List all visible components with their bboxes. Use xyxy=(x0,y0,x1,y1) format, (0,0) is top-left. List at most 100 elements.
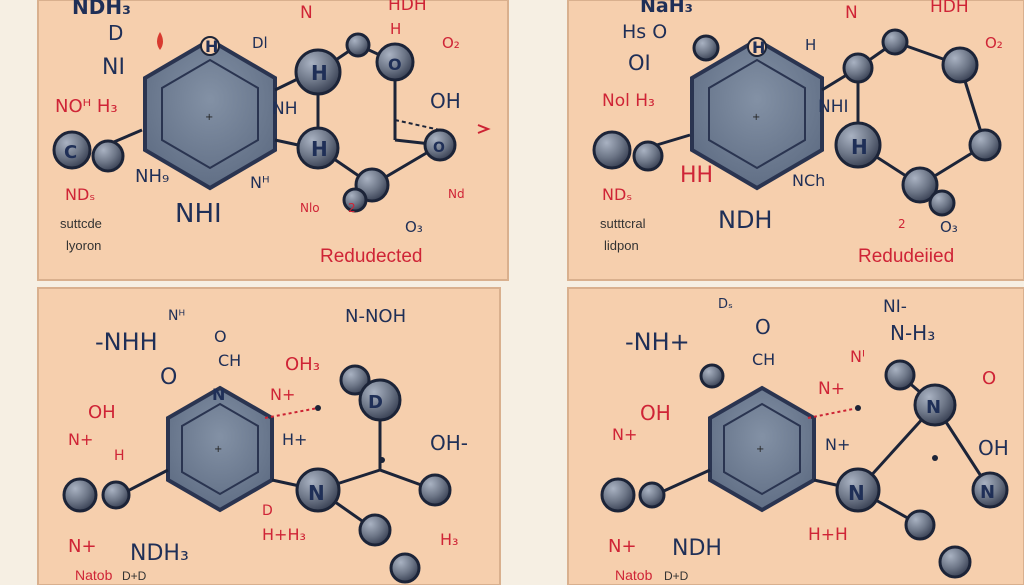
atom xyxy=(358,378,402,422)
molecule-top-left: H H H O O C + xyxy=(52,32,491,213)
label: O₃ xyxy=(405,218,423,236)
label: Nlo xyxy=(300,201,320,215)
label: HH xyxy=(680,163,713,188)
label: N-NOH xyxy=(345,306,406,327)
label: NH xyxy=(272,99,298,119)
label: O₂ xyxy=(442,34,460,52)
label: OI xyxy=(628,51,651,75)
inner-ring xyxy=(161,58,259,170)
inner-ring xyxy=(723,402,801,496)
atom xyxy=(928,189,956,217)
label: 2 xyxy=(348,201,356,215)
label: Hs O xyxy=(622,21,667,43)
label: H xyxy=(805,36,816,54)
atom xyxy=(52,130,92,170)
label: NHI xyxy=(818,97,849,117)
label: NaH₃ xyxy=(640,0,693,17)
atom xyxy=(884,359,916,391)
label: N+ xyxy=(68,430,93,449)
label: O xyxy=(982,368,996,389)
svg-text:H: H xyxy=(205,37,218,56)
caption-left: lyoron xyxy=(66,238,101,253)
atom xyxy=(632,140,664,172)
molecule-top-right: H H + xyxy=(592,28,1002,217)
label: N xyxy=(926,397,941,418)
label: NDH xyxy=(672,536,722,561)
atom xyxy=(904,509,936,541)
label: N+ xyxy=(818,379,845,399)
label: O xyxy=(214,327,227,346)
label: NDₛ xyxy=(602,185,632,204)
atom xyxy=(638,481,666,509)
svg-text:C: C xyxy=(64,142,77,163)
label: Nᴴ xyxy=(168,308,185,324)
atom xyxy=(62,477,98,513)
atom xyxy=(968,128,1002,162)
label: NDH₃ xyxy=(130,541,189,566)
label: N+ xyxy=(612,425,637,444)
label: H xyxy=(390,20,401,38)
label: H+H₃ xyxy=(262,525,306,544)
label: D xyxy=(368,392,383,413)
atom xyxy=(699,363,725,389)
atom xyxy=(913,383,957,427)
svg-text:H: H xyxy=(311,137,328,161)
label: 2 xyxy=(898,217,906,231)
label: OH xyxy=(430,89,461,113)
labels-top-left: NDH₃ D NI NOᴴ H₃ NH₉ NDₛ NHI Nᴴ NH OH O₂… xyxy=(55,0,465,267)
label: N xyxy=(308,481,325,505)
atom xyxy=(592,130,632,170)
atom xyxy=(834,121,882,169)
label: D xyxy=(262,503,273,519)
label: O₂ xyxy=(985,34,1003,52)
label: NCh xyxy=(792,171,825,190)
atom xyxy=(938,545,972,579)
label: OH xyxy=(978,436,1009,460)
labels-top-right: NaH₃ Hs O OI Nol H₃ HH NDₛ NDH NCh NHI O… xyxy=(600,0,1003,267)
atom xyxy=(296,126,340,170)
benzene-ring xyxy=(143,37,277,191)
label: -NHH xyxy=(95,328,158,356)
caption-left: Natob xyxy=(615,567,653,583)
label: CH xyxy=(752,350,775,369)
label: N xyxy=(212,385,225,404)
label: OH xyxy=(640,401,671,425)
atom xyxy=(295,467,341,513)
atom xyxy=(941,46,979,84)
svg-text:H: H xyxy=(851,135,868,159)
label: OH₃ xyxy=(285,354,320,375)
caption-left: suttcde xyxy=(60,216,102,231)
atom xyxy=(101,480,131,510)
label: H xyxy=(114,448,125,464)
inner-ring xyxy=(181,402,259,496)
caption-left: lidpon xyxy=(604,238,639,253)
caption-left: Natob xyxy=(75,567,113,583)
inner-ring xyxy=(708,58,806,170)
label: H₃ xyxy=(440,530,458,549)
label: Nol H₃ xyxy=(602,91,655,111)
drop-icon xyxy=(157,32,163,50)
caption-right: Redudeiied xyxy=(858,246,954,267)
atom xyxy=(747,37,767,57)
atom xyxy=(881,28,909,56)
atom xyxy=(358,513,392,547)
label: D xyxy=(108,21,123,45)
molecule-bottom-right: + xyxy=(600,359,1009,579)
svg-text:H: H xyxy=(311,61,328,85)
label: N xyxy=(848,481,865,505)
label: NDH₃ xyxy=(72,0,131,19)
label: N+ xyxy=(270,385,295,404)
molecule-bottom-left: + xyxy=(62,364,452,584)
atom xyxy=(91,139,125,173)
atom xyxy=(692,34,720,62)
atom xyxy=(842,52,874,84)
svg-text:O: O xyxy=(388,55,402,74)
svg-text:+: + xyxy=(752,112,760,123)
atom xyxy=(600,477,636,513)
label: N+ xyxy=(608,536,637,557)
label: CH xyxy=(218,351,241,370)
caption-left: sutttcral xyxy=(600,216,646,231)
label: NDH xyxy=(718,206,772,234)
